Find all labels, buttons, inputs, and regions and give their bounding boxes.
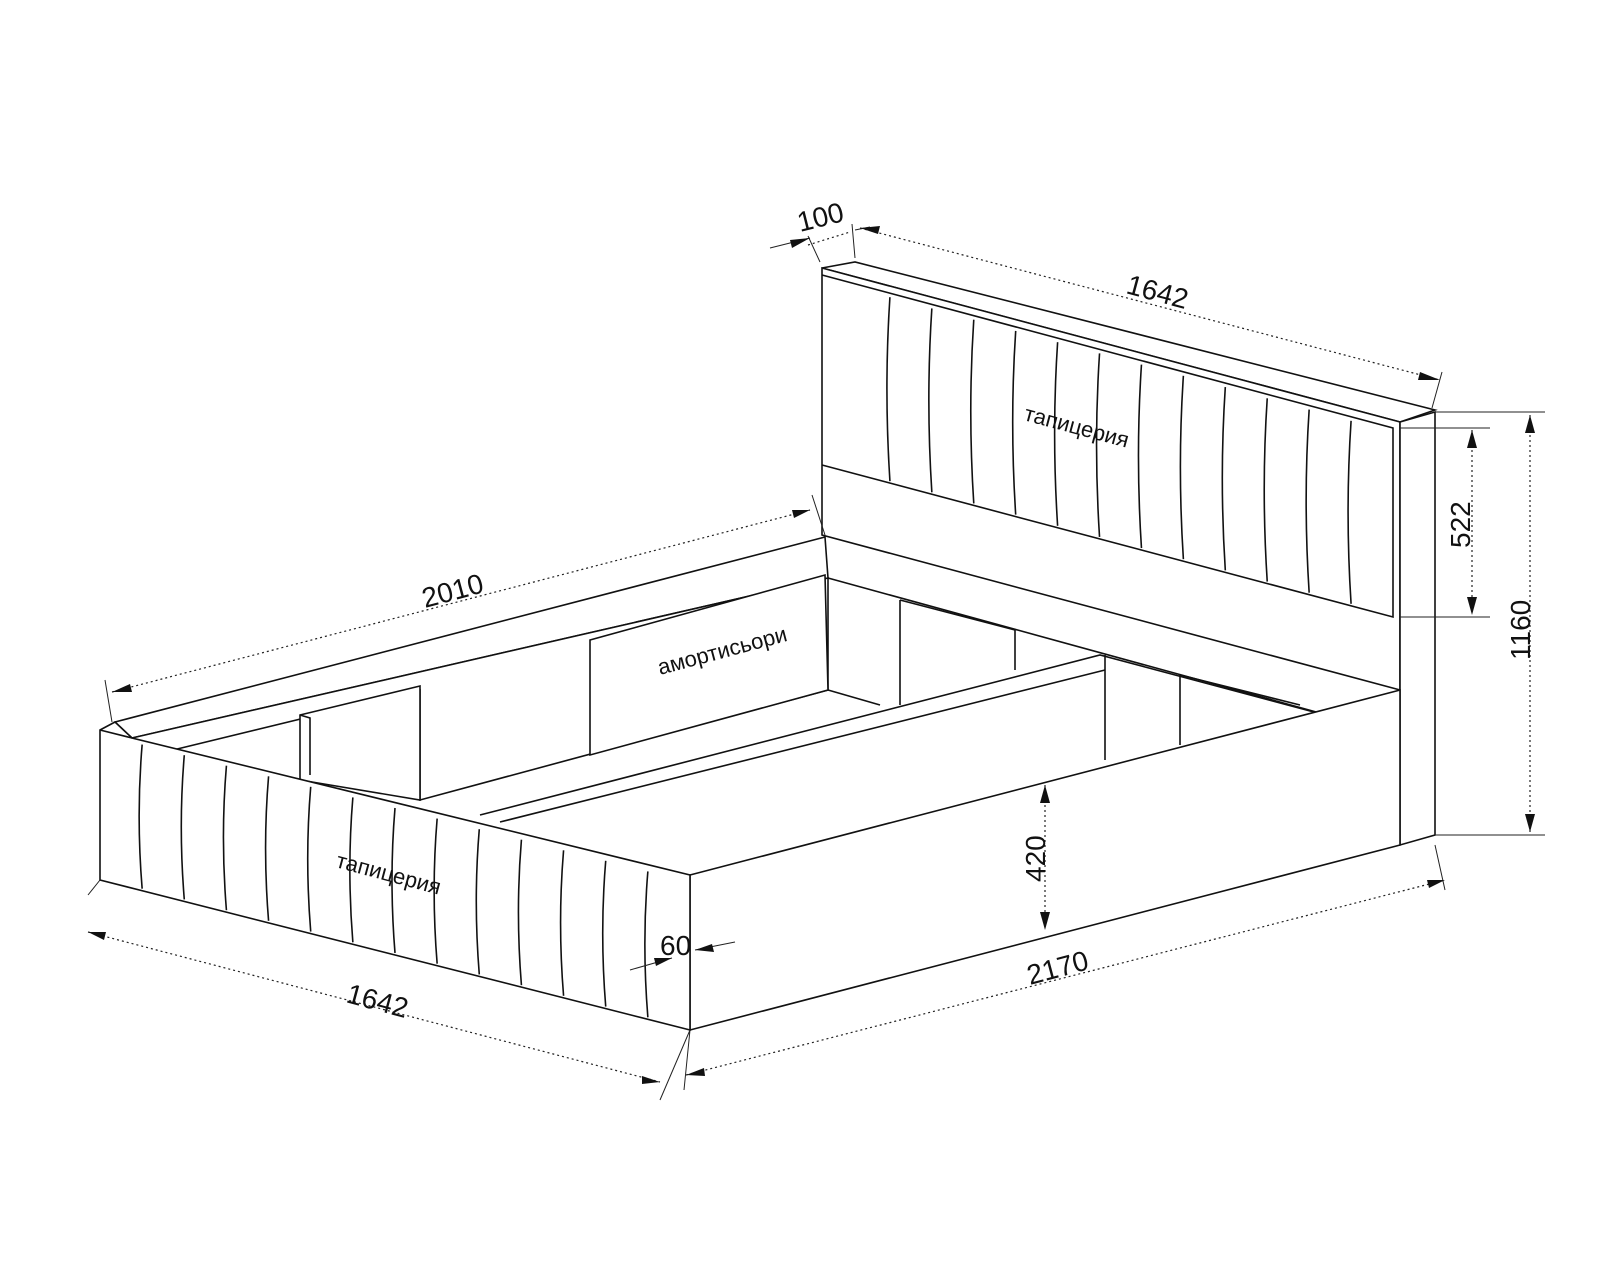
upholstery-rib (349, 797, 354, 943)
dim-label-420: 420 (1020, 835, 1051, 882)
upholstery-rib (969, 319, 975, 504)
upholstery-rib (1011, 330, 1017, 515)
arrow (112, 684, 132, 692)
headboard-ribs (886, 297, 1352, 604)
arrow (1040, 785, 1050, 803)
upholstery-rib (222, 765, 228, 911)
upholstery-rib (928, 308, 933, 493)
arrow (88, 932, 106, 940)
arrow (1467, 597, 1477, 615)
upholstery-rib (644, 871, 649, 1018)
upholstery-rib (1305, 409, 1310, 593)
upholstery-rib (1347, 420, 1352, 604)
upholstery-rib (1053, 342, 1059, 526)
dim-label-100: 100 (794, 196, 847, 237)
dim-label-2170: 2170 (1024, 945, 1092, 991)
base-line (827, 689, 881, 706)
arrow (1525, 415, 1535, 433)
arrow (654, 958, 672, 966)
arrow (1418, 372, 1440, 380)
arrow (792, 510, 810, 518)
arrow (1427, 880, 1445, 888)
arrow (1525, 814, 1535, 832)
dim-vertical (1044, 415, 1531, 930)
dim-bottom (87, 879, 1446, 1083)
dim-label-2010: 2010 (419, 568, 487, 614)
center-beam-lower (499, 669, 1106, 823)
dim-label-headboard-width: 1642 (1123, 269, 1191, 315)
support-panel-left (299, 684, 421, 801)
upholstery-rib (601, 860, 607, 1007)
arrow (1040, 912, 1050, 930)
dim-height-ext (1400, 411, 1545, 836)
shock-absorber-panel (589, 573, 829, 757)
upholstery-rib (306, 786, 312, 932)
dim-2010-ext (104, 494, 826, 723)
upholstery-rib (264, 776, 270, 921)
upholstery-rib (475, 829, 481, 975)
upholstery-rib (1137, 364, 1143, 549)
inner-slats (899, 599, 1301, 760)
foot-edge (99, 729, 133, 739)
dim-2010 (111, 509, 811, 693)
upholstery-rib (886, 297, 891, 482)
arrow (642, 1076, 660, 1084)
upholstery-rib (1095, 353, 1101, 537)
upholstery-rib (517, 839, 523, 986)
arrow (686, 1068, 705, 1076)
foot-ribs (138, 744, 649, 1018)
support-panel-edge (299, 714, 311, 775)
upholstery-rib (559, 850, 565, 996)
upholstery-rib (180, 755, 186, 900)
dim-bottom-ext (87, 844, 1446, 1101)
upholstery-rib (433, 818, 438, 964)
dim-headboard-top (807, 227, 1441, 381)
upholstery-rib (1263, 398, 1269, 582)
headboard-side (1399, 410, 1436, 847)
dim-label-522: 522 (1445, 501, 1476, 548)
headboard-upholstery-panel (821, 274, 1394, 619)
upholstery-rib (391, 807, 396, 954)
arrow (790, 238, 810, 248)
arrow (1467, 430, 1477, 448)
upholstery-rib (1221, 387, 1227, 571)
center-beam (479, 654, 1401, 816)
upholstery-rib (138, 744, 143, 889)
arrow (860, 226, 880, 234)
dim-label-60: 60 (660, 930, 691, 961)
upholstery-rib (1179, 375, 1185, 560)
dim-label-foot-width: 1642 (343, 978, 411, 1024)
arrow (695, 944, 714, 952)
dimension-lines (87, 223, 1545, 1101)
headboard (821, 261, 1438, 847)
dim-label-1160: 1160 (1505, 600, 1536, 660)
